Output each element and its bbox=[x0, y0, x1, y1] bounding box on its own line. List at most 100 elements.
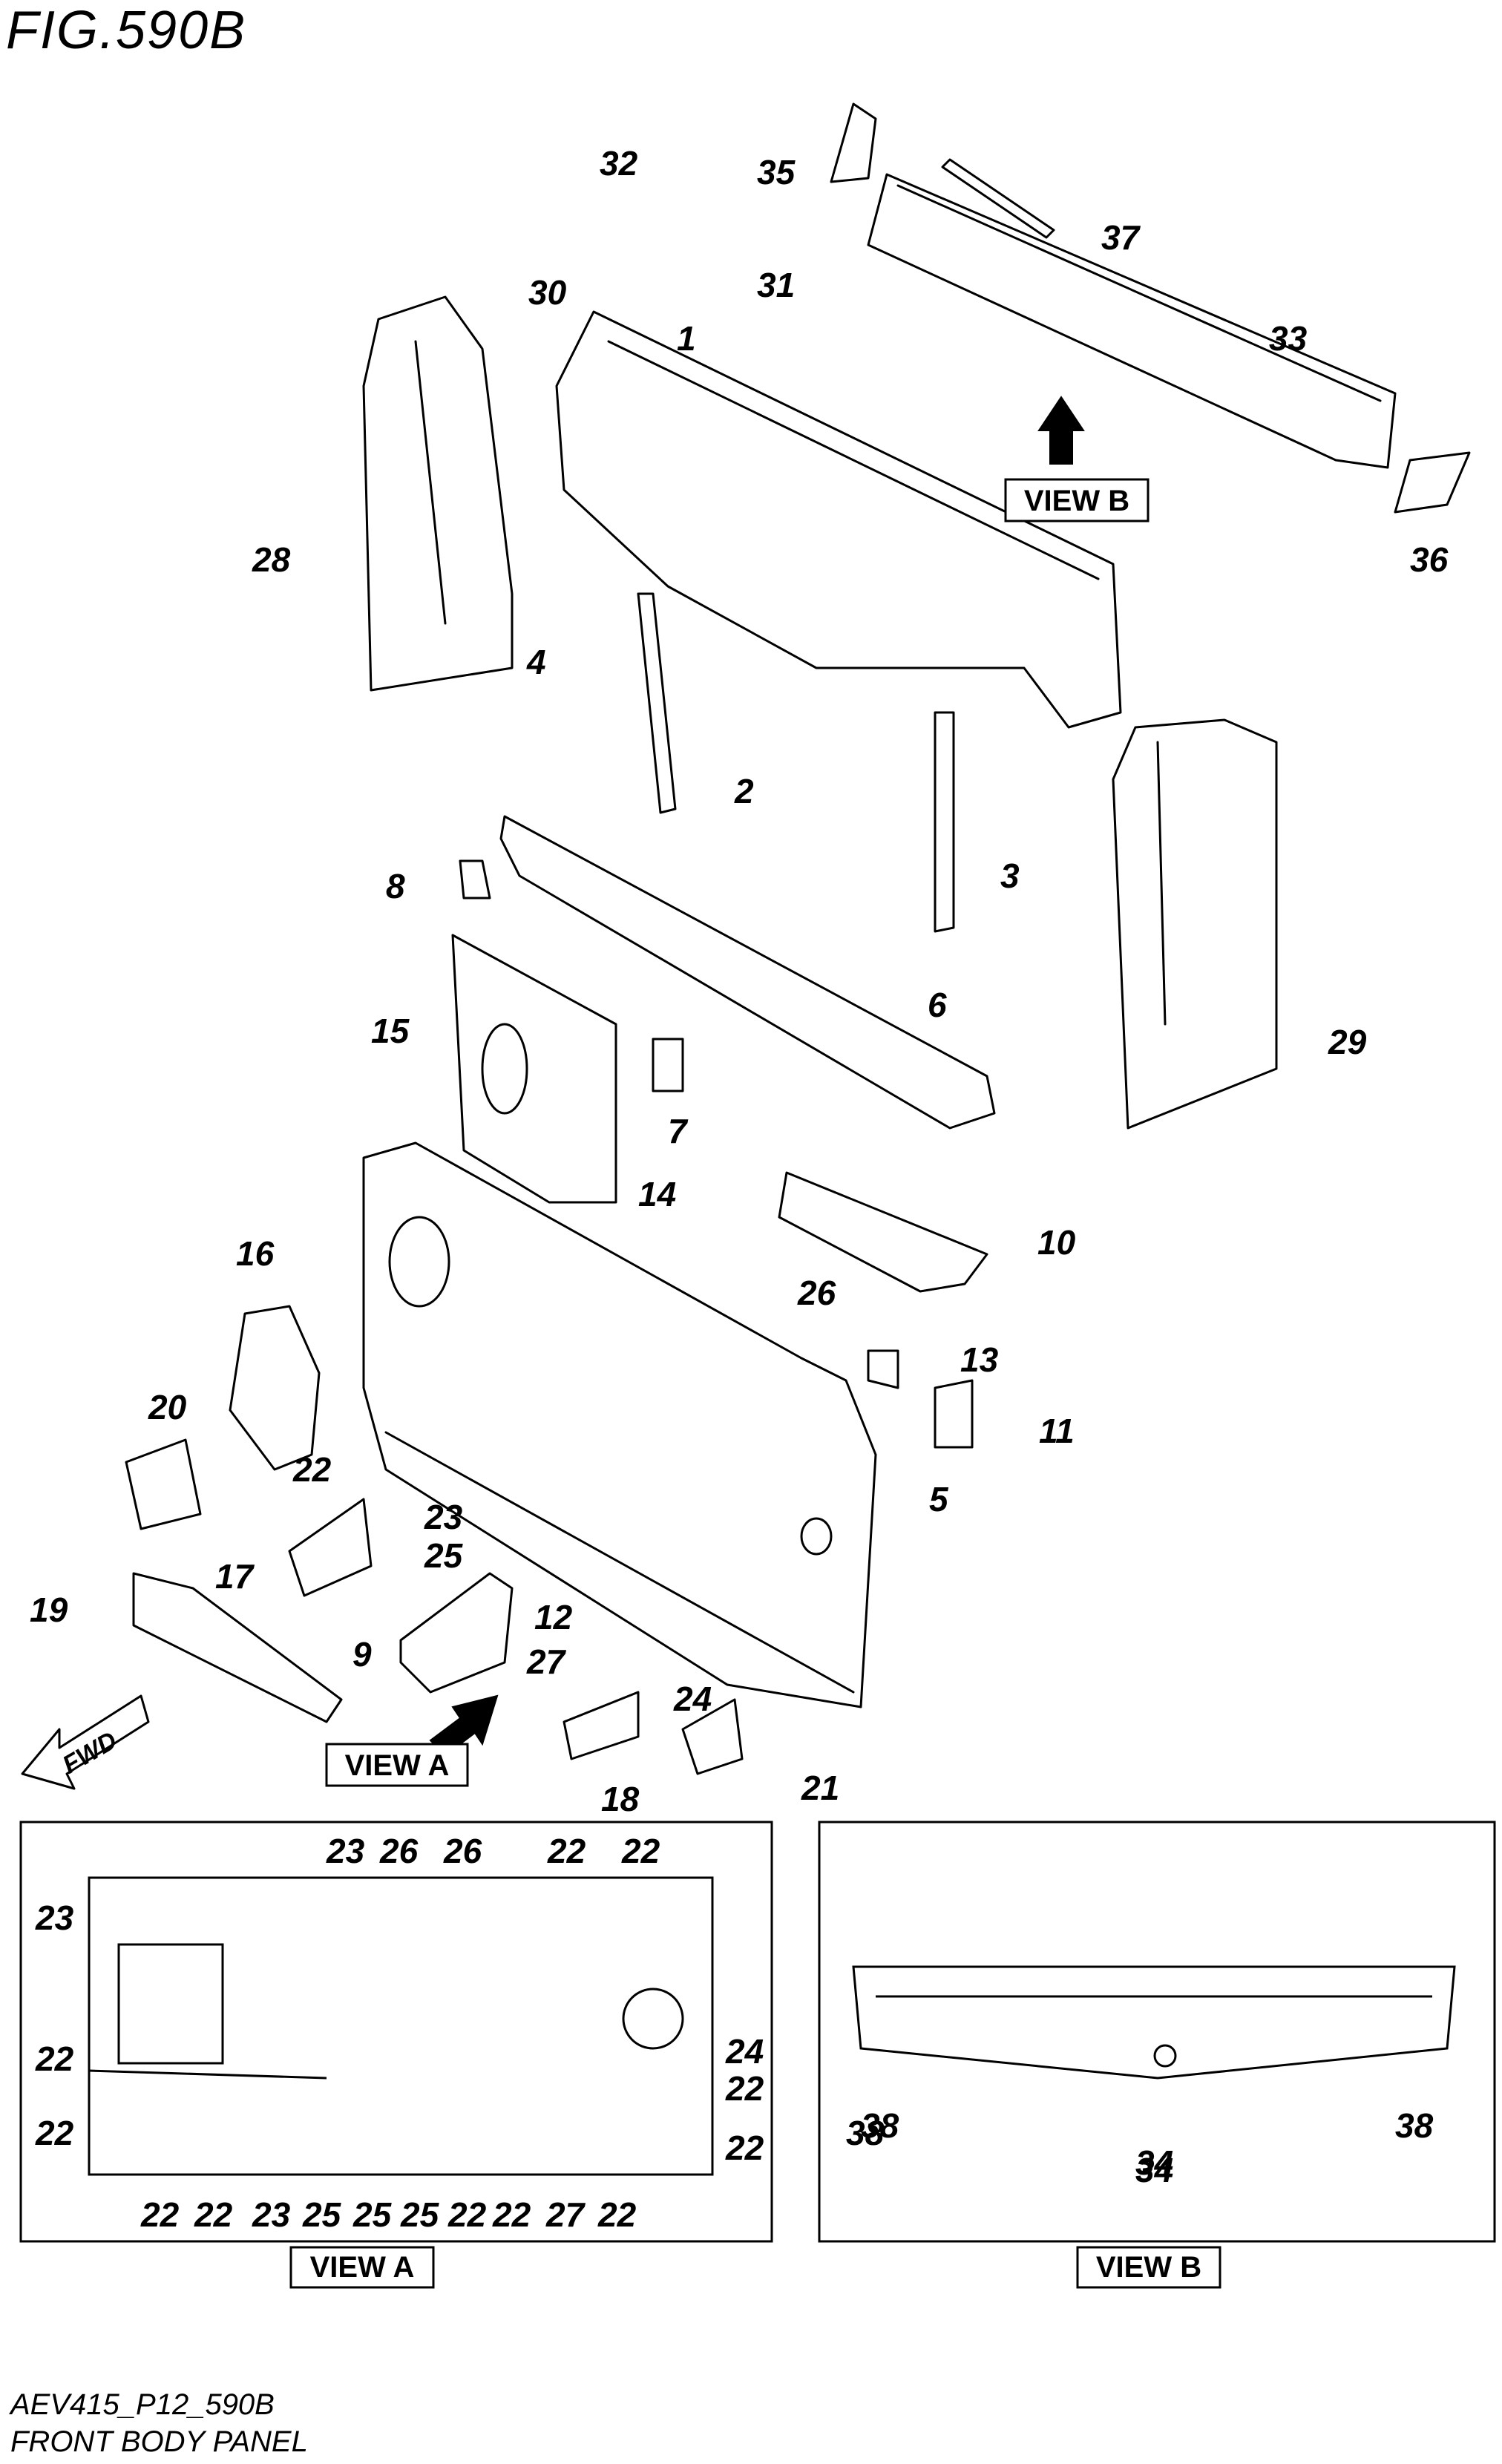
callout-26: 26 bbox=[797, 1274, 836, 1312]
view-a-callout-3: 26 bbox=[443, 1832, 482, 1870]
callout-21: 21 bbox=[801, 1769, 839, 1807]
view-a-callout-8: 24 bbox=[725, 2032, 764, 2071]
part-10-bracket bbox=[778, 1171, 988, 1293]
callout-4: 4 bbox=[526, 643, 546, 681]
view-a-panel-outline bbox=[88, 1876, 714, 2176]
view-a-callout-17: 25 bbox=[400, 2195, 440, 2234]
view-a-callout-2: 26 bbox=[379, 1832, 419, 1870]
callout-32: 32 bbox=[600, 144, 638, 183]
view-b-arrow bbox=[1037, 396, 1085, 465]
callout-1: 1 bbox=[677, 319, 696, 358]
part-17-bracket bbox=[288, 1498, 373, 1597]
view-a-callout-18: 22 bbox=[447, 2195, 487, 2234]
part-9-duct bbox=[399, 1572, 514, 1694]
view-a-callout-9: 22 bbox=[725, 2069, 764, 2108]
view-a-callout-13: 22 bbox=[194, 2195, 233, 2234]
callout-8: 8 bbox=[386, 867, 405, 905]
view-b-label-box bbox=[1004, 478, 1150, 522]
callout-38: 38 bbox=[846, 2114, 885, 2152]
callout-11: 11 bbox=[1039, 1412, 1075, 1450]
callout-37: 37 bbox=[1101, 218, 1141, 257]
callout-20: 20 bbox=[148, 1388, 187, 1426]
view-a-label-box bbox=[325, 1743, 469, 1787]
view-a-callout-21: 22 bbox=[597, 2195, 637, 2234]
part-36-bracket bbox=[1394, 451, 1471, 514]
part-20-bracket bbox=[125, 1438, 202, 1530]
callout-3: 3 bbox=[1000, 856, 1020, 895]
callout-31: 31 bbox=[757, 266, 795, 304]
view-a-bottom-box bbox=[289, 2246, 435, 2289]
callout-25: 25 bbox=[424, 1536, 464, 1575]
callout-24: 24 bbox=[673, 1680, 712, 1718]
view-a-callout-15: 25 bbox=[302, 2195, 342, 2234]
part-11-bracket bbox=[934, 1379, 974, 1449]
view-a-inset-box bbox=[19, 1821, 773, 2243]
view-a-callout-7: 22 bbox=[35, 2039, 74, 2078]
callout-15: 15 bbox=[371, 1012, 410, 1050]
view-b-callout-left: 38 bbox=[861, 2106, 899, 2145]
part-5-lower-panel bbox=[362, 1141, 877, 1708]
part-37-strip bbox=[941, 158, 1055, 239]
part-18-bracket bbox=[563, 1691, 640, 1760]
view-a-callout-6: 23 bbox=[35, 1898, 74, 1937]
callout-12: 12 bbox=[534, 1598, 573, 1636]
callout-6: 6 bbox=[928, 986, 947, 1024]
view-b-bar-outline bbox=[852, 1965, 1456, 2080]
part-15-plate bbox=[451, 934, 617, 1204]
callout-10: 10 bbox=[1037, 1223, 1076, 1262]
callout-35: 35 bbox=[757, 153, 796, 191]
view-a-callout-14: 23 bbox=[252, 2195, 291, 2234]
callout-27: 27 bbox=[526, 1642, 567, 1681]
part-21-bracket bbox=[681, 1698, 744, 1775]
callout-16: 16 bbox=[236, 1234, 275, 1273]
callout-2: 2 bbox=[734, 772, 754, 810]
callout-18: 18 bbox=[601, 1780, 640, 1818]
part-1-upper-panel bbox=[555, 310, 1122, 729]
view-a-bottom-label: VIEW A bbox=[310, 2251, 415, 2284]
callout-29: 29 bbox=[1328, 1023, 1367, 1061]
fwd-label: FWD bbox=[58, 1726, 122, 1780]
fwd-arrow bbox=[21, 1694, 150, 1790]
callout-13: 13 bbox=[960, 1340, 999, 1379]
view-b-bottom-box bbox=[1076, 2246, 1221, 2289]
callout-30: 30 bbox=[528, 273, 567, 312]
callout-19: 19 bbox=[30, 1590, 68, 1629]
diagram-code: AEV415_P12_590B bbox=[10, 2388, 275, 2421]
part-3-stay bbox=[934, 711, 955, 933]
part-6-cross-member bbox=[499, 815, 996, 1130]
callout-28: 28 bbox=[252, 540, 291, 579]
part-19-rail bbox=[132, 1572, 343, 1723]
view-b-bottom-label: VIEW B bbox=[1096, 2251, 1201, 2284]
view-a-callout-10: 22 bbox=[35, 2114, 74, 2152]
part-29-right-pillar bbox=[1112, 718, 1278, 1130]
part-28-left-pillar bbox=[362, 295, 514, 692]
part-35-bracket bbox=[830, 102, 877, 183]
part-16-cover bbox=[229, 1305, 321, 1471]
view-b-callout-right: 38 bbox=[1395, 2106, 1434, 2145]
callout-7: 7 bbox=[668, 1112, 689, 1150]
callout-34: 34 bbox=[1135, 2151, 1173, 2189]
part-7-bracket bbox=[652, 1038, 684, 1092]
part-13-bracket bbox=[867, 1349, 899, 1389]
view-a-callout-11: 22 bbox=[725, 2129, 764, 2167]
callout-9: 9 bbox=[352, 1635, 372, 1674]
view-a-callout-5: 22 bbox=[621, 1832, 660, 1870]
callout-17: 17 bbox=[215, 1557, 255, 1596]
callout-33: 33 bbox=[1269, 319, 1308, 358]
part-8-bracket bbox=[459, 859, 491, 900]
figure-title: FIG.590B bbox=[6, 1, 247, 60]
view-b-label: VIEW B bbox=[1024, 485, 1129, 517]
view-b-inset-box bbox=[818, 1821, 1496, 2243]
view-b-callout-center: 34 bbox=[1135, 2143, 1173, 2182]
view-a-callout-4: 22 bbox=[547, 1832, 586, 1870]
view-a-label: VIEW A bbox=[345, 1749, 450, 1782]
callout-36: 36 bbox=[1410, 540, 1449, 579]
callout-22: 22 bbox=[292, 1450, 332, 1489]
diagram-name: FRONT BODY PANEL bbox=[10, 2425, 308, 2458]
view-a-callout-16: 25 bbox=[352, 2195, 393, 2234]
part-33-top-bar bbox=[867, 173, 1397, 469]
callout-14: 14 bbox=[638, 1175, 676, 1213]
view-a-callout-20: 27 bbox=[545, 2195, 586, 2234]
view-a-callout-12: 22 bbox=[140, 2195, 180, 2234]
